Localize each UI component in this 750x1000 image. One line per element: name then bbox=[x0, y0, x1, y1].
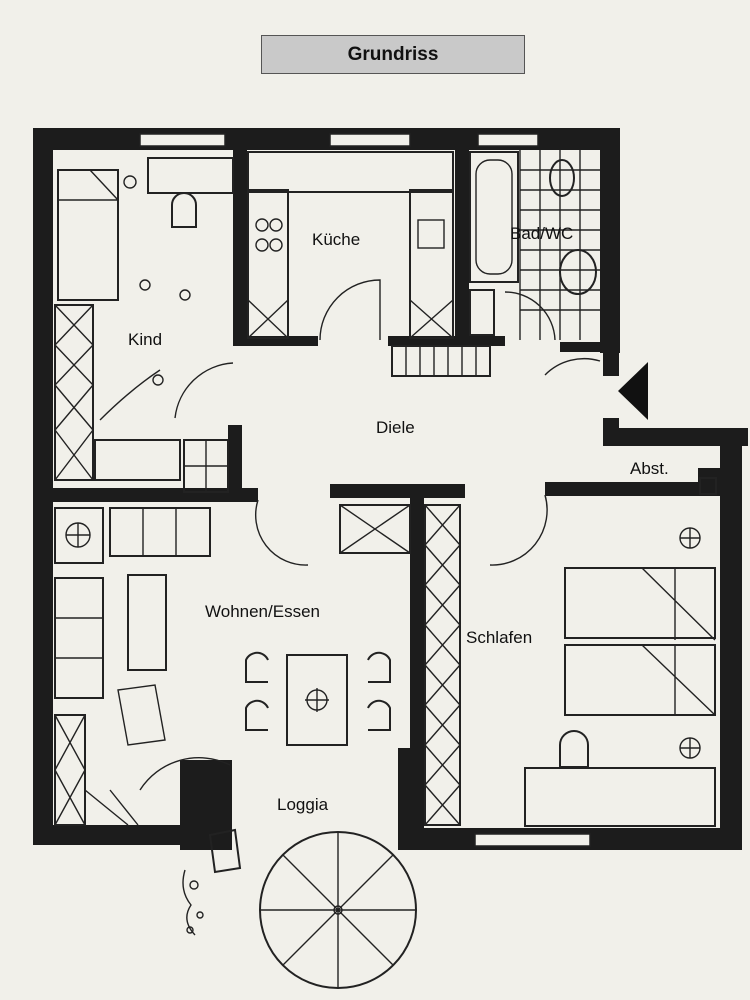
windows bbox=[139, 133, 591, 847]
room-labels: Kind Küche Bad/WC Diele Abst. Wohnen/Ess… bbox=[128, 224, 669, 814]
label-schlafen: Schlafen bbox=[466, 628, 532, 647]
entrance-arrow-icon bbox=[618, 362, 648, 420]
label-bad: Bad/WC bbox=[510, 224, 573, 243]
kueche-furniture bbox=[247, 151, 454, 341]
loggia-furniture bbox=[182, 828, 417, 989]
label-kind: Kind bbox=[128, 330, 162, 349]
diele-furniture bbox=[255, 345, 548, 566]
kind-furniture bbox=[54, 157, 234, 493]
label-wohnen: Wohnen/Essen bbox=[205, 602, 320, 621]
schlafen-furniture bbox=[424, 504, 716, 827]
bad-furniture bbox=[469, 150, 601, 376]
label-diele: Diele bbox=[376, 418, 415, 437]
label-loggia: Loggia bbox=[277, 795, 329, 814]
page-title: Grundriss bbox=[261, 35, 525, 74]
wohnen-furniture bbox=[54, 504, 411, 826]
interior-walls bbox=[33, 128, 725, 850]
label-kueche: Küche bbox=[312, 230, 360, 249]
abst-detail bbox=[699, 477, 717, 495]
title-text: Grundriss bbox=[347, 43, 439, 65]
label-abst: Abst. bbox=[630, 459, 669, 478]
